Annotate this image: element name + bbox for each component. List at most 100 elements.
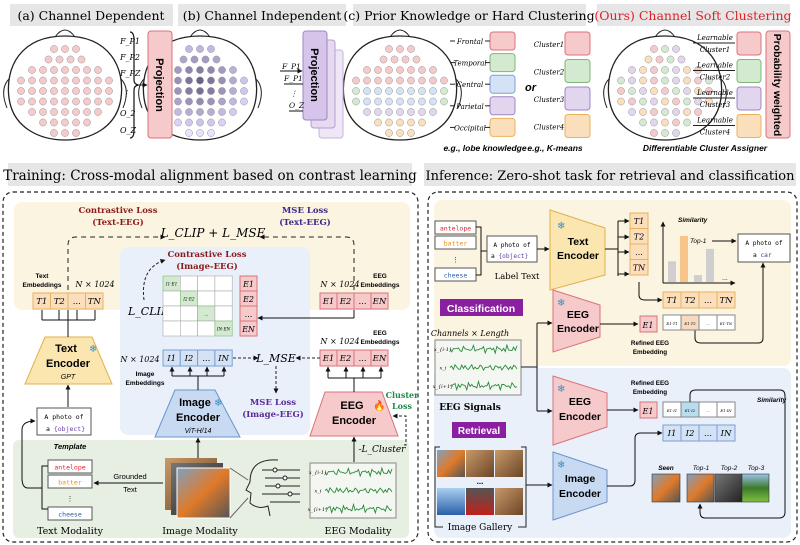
electrode: [83, 97, 91, 106]
electrode: [352, 76, 360, 85]
electrode: [374, 108, 382, 116]
eeg-embedding-cell: [370, 349, 389, 367]
electrode: [440, 97, 448, 106]
eeg-embedding-label: E1: [322, 354, 335, 364]
image-embedding-label: I1: [667, 429, 677, 439]
grounded-text-label: Grounded: [113, 472, 146, 481]
image-embedding-label: I1: [166, 354, 176, 364]
cluster-box: [564, 86, 591, 111]
text-embedding-cell: [629, 259, 649, 276]
panel-a-channels: F_P1 F_P2 F_PZ ⋮ O_2 O_Z: [119, 37, 141, 135]
loss-label: (Text-EEG): [92, 217, 144, 228]
eeg-embedding-label: ...: [358, 297, 366, 307]
panel-ours-title: (Ours) Channel Soft Clustering: [594, 8, 791, 23]
matrix-cell: [197, 290, 216, 307]
word-label: ⋮: [452, 256, 459, 264]
electrode: [207, 118, 215, 127]
electrode: [44, 55, 53, 64]
electrode: [66, 55, 75, 64]
similarity-bar-chart: [660, 221, 736, 286]
encoder-label: Encoder: [332, 415, 377, 427]
image-embedding-label: ...: [202, 354, 210, 364]
electrode: [50, 129, 58, 137]
electrode: [105, 76, 113, 85]
electrode: [672, 118, 680, 127]
nose: [54, 29, 76, 38]
ranking-label: Seen: [658, 465, 674, 472]
electrode: [650, 97, 658, 106]
learnable-cluster-list: LearnableCluster1LearnableCluster2Learna…: [693, 31, 762, 138]
electrode: [661, 108, 669, 116]
panel-ours-header: (Ours) Channel Soft Clustering: [594, 4, 792, 26]
electrode: [61, 66, 69, 74]
eeg-waveform: [324, 486, 393, 495]
electrode: [218, 87, 226, 95]
loss-label: Contrastive Loss: [168, 250, 247, 260]
predicted-class: car: [760, 252, 771, 259]
training-container: [2, 191, 419, 543]
text-encoder-train: Text ❄ Encoder GPT: [24, 336, 113, 385]
gallery-image: [495, 450, 523, 477]
signal-label: x_i: [315, 489, 322, 495]
cluster-label: Cluster2: [700, 74, 731, 82]
text-embedding-label: TN: [88, 297, 102, 307]
encoder-label: Encoder: [557, 323, 599, 335]
eeg-embedding-label: E1: [242, 280, 254, 289]
electrode: [628, 108, 636, 116]
contrastive-loss-image-eeg: Contrastive Loss (Image-EEG): [168, 250, 247, 272]
matrix-cell: [214, 320, 233, 337]
text-embedding-label: ...: [704, 296, 712, 306]
lobe-box: [489, 96, 516, 116]
ranking-image: [651, 473, 681, 503]
cluster-box: [564, 31, 591, 56]
arrows: [325, 366, 384, 379]
lobe-box: [489, 53, 516, 73]
electrode: [385, 118, 393, 127]
matrix-cell: [162, 305, 181, 322]
fire-icon: 🔥: [373, 399, 385, 412]
electrode: [196, 76, 204, 85]
electrode: [650, 45, 658, 53]
eeg-embedding-e1: [639, 315, 658, 333]
matrix-diagonal-label: ...: [204, 312, 208, 317]
electrode: [396, 129, 404, 137]
electrode: [185, 129, 193, 137]
electrode: [72, 118, 80, 127]
learnable-cluster-box: [736, 114, 762, 138]
electrode: [363, 87, 371, 95]
grounded-text-label: Text: [123, 485, 138, 494]
electrode: [705, 87, 713, 95]
caption-lobe-knowledge: e.g., lobe knowledge: [443, 143, 526, 153]
arrow: [607, 430, 663, 487]
electrode: [418, 118, 426, 127]
image-embedding-label: ...: [704, 429, 712, 439]
electrode: [218, 76, 226, 85]
word-box: [47, 474, 93, 489]
gallery-image: [437, 488, 465, 515]
loss-label: (Text-EEG): [279, 217, 331, 228]
panel-c-header: (c) Prior Knowledge or Hard Clustering: [343, 4, 595, 26]
inference-container: [427, 191, 798, 543]
electrode: [94, 87, 102, 95]
electrode: [418, 87, 426, 95]
loss-label: Loss: [392, 401, 412, 411]
electrode: [644, 55, 653, 64]
electrode: [374, 118, 382, 127]
fanout-lines: [41, 310, 96, 321]
header-bg: [597, 4, 790, 26]
cluster-label: Cluster3: [534, 96, 565, 104]
electrode: [72, 76, 80, 85]
electrode: [617, 97, 625, 106]
electrode: [694, 108, 702, 116]
electrode: [440, 76, 448, 85]
electrode: [396, 87, 404, 95]
e1-label: E1: [642, 321, 654, 330]
electrode: [672, 97, 680, 106]
electrode: [174, 108, 182, 116]
text-embedding-cell: [716, 291, 736, 309]
gallery-ellipsis: ...: [477, 477, 484, 486]
label: Embedding: [633, 389, 667, 396]
electrode: [363, 76, 371, 85]
template-box-train: A photo of a {object}: [36, 407, 92, 436]
